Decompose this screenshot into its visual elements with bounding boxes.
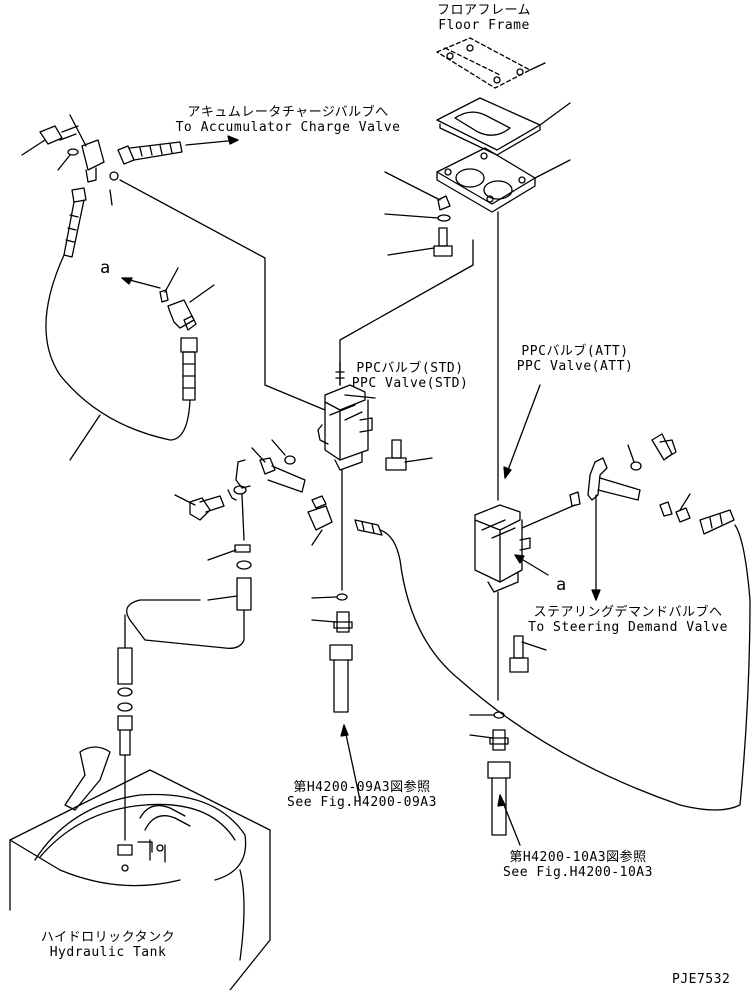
ppc-att-label: PPCバルブ(ATT) PPC Valve(ATT)	[516, 344, 634, 374]
std-return-line	[127, 600, 244, 648]
ref-a-right-arrow-head	[515, 555, 524, 563]
steering-arrow-head	[592, 590, 600, 600]
floor-frame-plate	[437, 38, 545, 88]
right-return-line	[380, 525, 750, 810]
ref-a-right-label: a	[556, 575, 567, 595]
ppc-valve-std-drawing	[318, 362, 372, 470]
hose-segment-left	[181, 338, 197, 400]
ref-a-left-label: a	[100, 258, 111, 278]
att-valve-bolt	[510, 636, 546, 672]
std-valve-leader	[345, 395, 375, 398]
hydraulic-tank-drawing	[10, 747, 270, 990]
gasket-plate	[437, 98, 570, 155]
att-right-fittings	[570, 434, 734, 534]
std-valve-bolt	[386, 440, 432, 470]
fig09-arrow-head	[341, 725, 348, 736]
steering-label: ステアリングデマンドバルブへ To Steering Demand Valve	[528, 605, 728, 635]
fig-10-label: 第H4200-10A3図参照 See Fig.H4200-10A3	[503, 850, 653, 880]
std-hose-end	[355, 520, 382, 535]
left-hose	[46, 188, 190, 460]
plate-bolt-parts	[385, 172, 452, 256]
ref-a-left-parts	[122, 268, 214, 330]
tank-hose-parts	[118, 648, 132, 840]
mounting-plate	[437, 148, 570, 212]
accumulator-label: アキュムレータチャージバルブへ To Accumulator Charge Va…	[175, 105, 401, 135]
floor-frame-label: フロアフレーム Floor Frame	[436, 3, 532, 33]
accumulator-arrow-head	[228, 136, 238, 144]
fig10-arrow-head	[498, 795, 505, 806]
att-down-fittings	[470, 712, 510, 835]
ppc-std-label: PPCバルブ(STD) PPC Valve(STD)	[351, 361, 469, 391]
std-left-parts	[175, 440, 305, 610]
std-fitting-right	[308, 496, 332, 545]
accumulator-fittings	[22, 115, 182, 205]
fig09-leader	[344, 725, 360, 800]
accumulator-to-valve-line	[120, 180, 325, 410]
fig-09-label: 第H4200-09A3図参照 See Fig.H4200-09A3	[287, 780, 437, 810]
drawing-code: PJE7532	[672, 972, 731, 987]
att-valve-leader	[505, 385, 540, 478]
att-arrow-head	[504, 467, 511, 478]
std-down-fittings	[312, 594, 352, 712]
att-side-leader	[522, 505, 575, 528]
ppc-valve-att-drawing	[475, 475, 530, 592]
hydraulic-tank-label: ハイドロリックタンク Hydraulic Tank	[40, 930, 176, 960]
